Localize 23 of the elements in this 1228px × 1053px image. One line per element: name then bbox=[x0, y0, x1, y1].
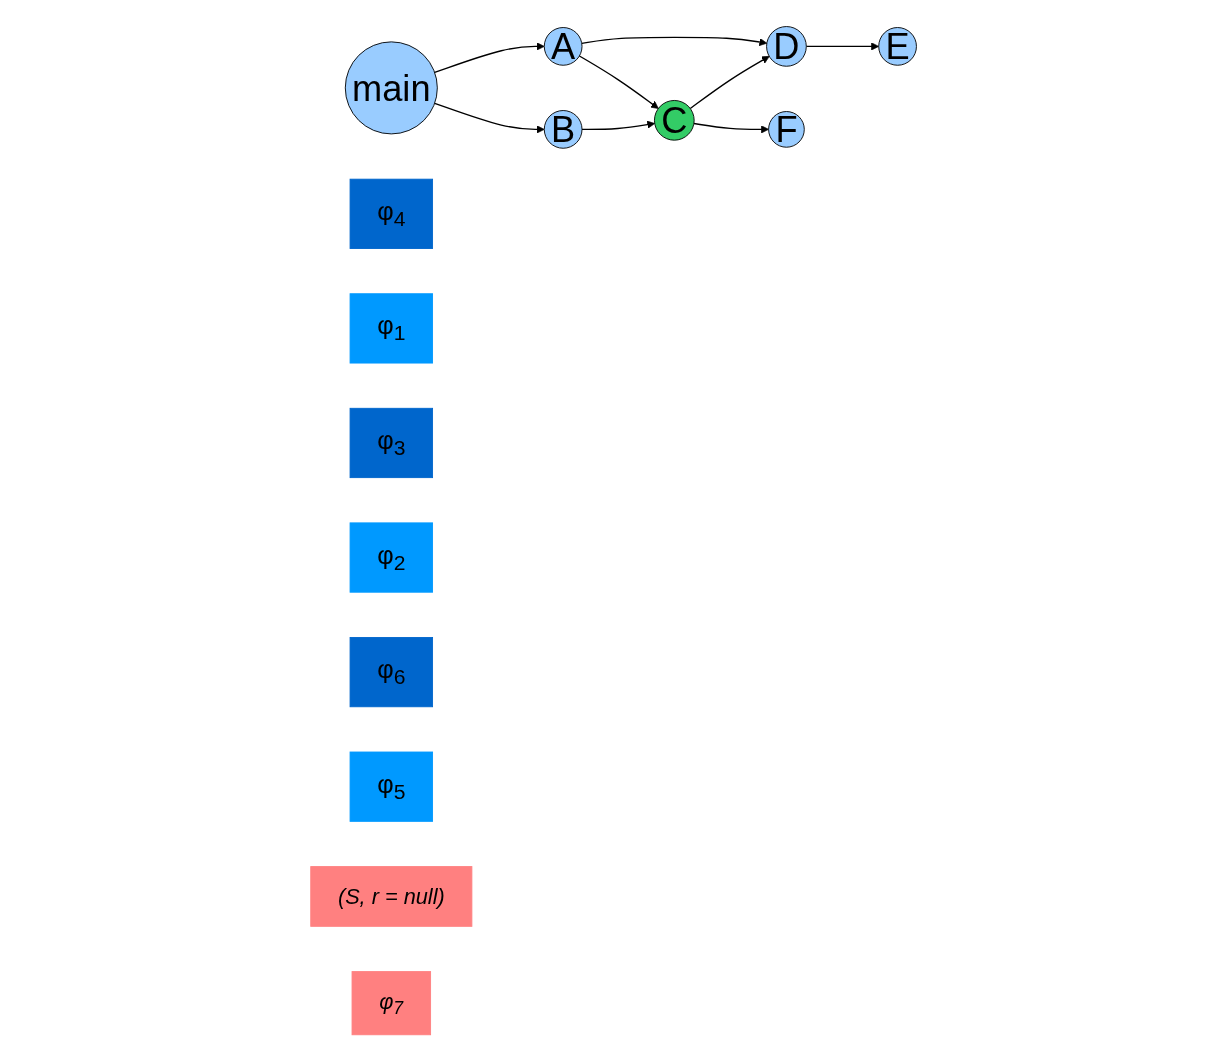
node-circle: B bbox=[544, 109, 583, 149]
node-circle: D bbox=[766, 25, 808, 67]
arrow bbox=[806, 41, 880, 50]
node-box: φ$_{1}$ bbox=[350, 292, 434, 363]
node-circle: A bbox=[544, 26, 583, 66]
arrow bbox=[581, 120, 656, 130]
node-box: φ$_{3}$ bbox=[350, 407, 434, 478]
node-circle: F bbox=[768, 110, 806, 148]
node-box: φ$_{4}$ bbox=[350, 178, 434, 249]
arrow bbox=[690, 55, 770, 109]
node-circle: main bbox=[345, 40, 439, 134]
arrow bbox=[434, 102, 546, 133]
node-box: (S, r = null) bbox=[310, 865, 473, 927]
arrow bbox=[434, 41, 546, 73]
node-circle: C bbox=[654, 99, 696, 141]
node-box: φ$_{7}$ bbox=[352, 970, 432, 1035]
node-box: φ$_{6}$ bbox=[350, 636, 434, 707]
node-circle: E bbox=[878, 26, 918, 66]
node-box: φ$_{2}$ bbox=[350, 521, 434, 593]
arrow bbox=[693, 122, 770, 133]
arrow bbox=[581, 36, 768, 46]
arrow bbox=[579, 54, 660, 109]
node-box: φ$_{5}$ bbox=[350, 751, 434, 822]
